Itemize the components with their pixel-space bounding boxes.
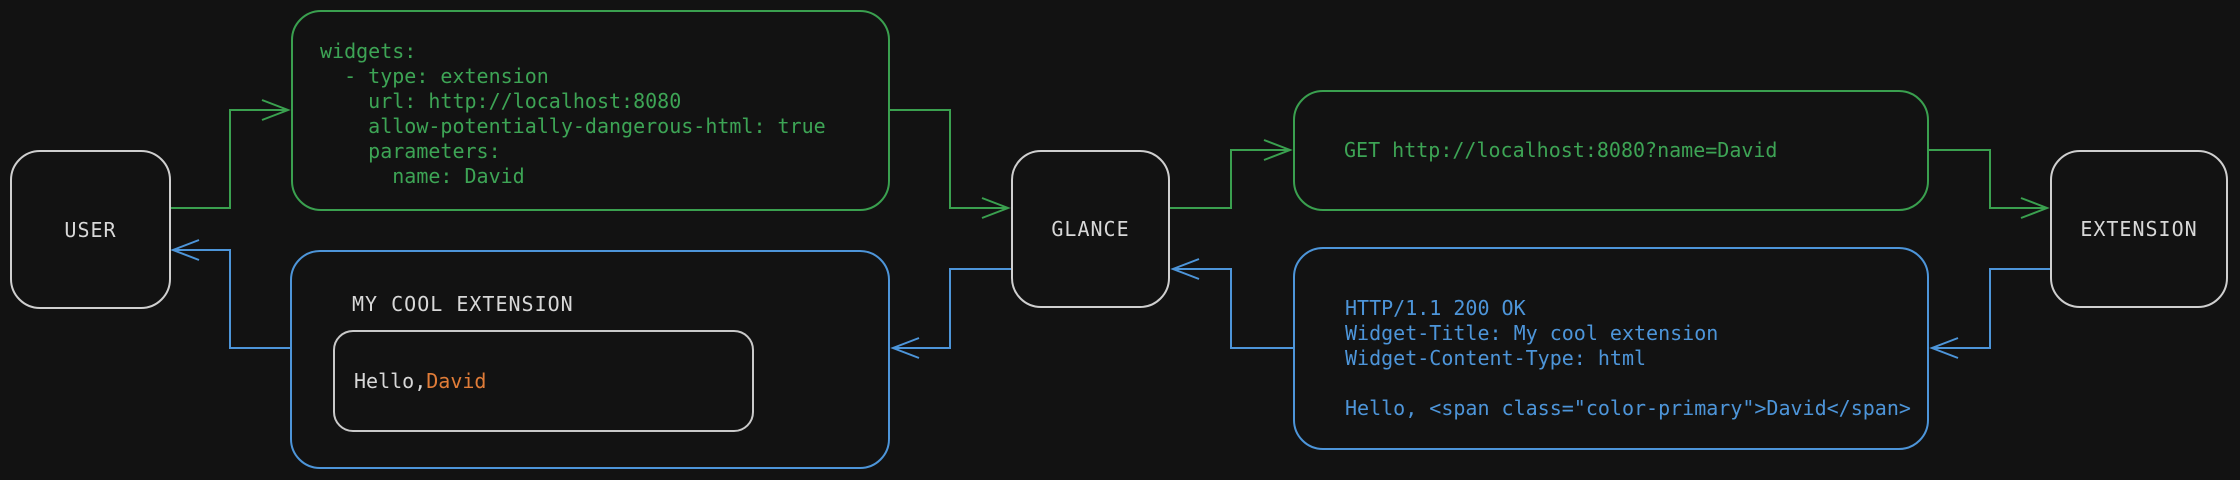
node-extension: EXTENSION: [2050, 150, 2228, 308]
arrow-glance-to-request: [1170, 139, 1293, 209]
node-glance: GLANCE: [1011, 150, 1170, 308]
http-response-box: HTTP/1.1 200 OK Widget-Title: My cool ex…: [1293, 247, 1929, 450]
greeting-prefix: Hello,: [354, 369, 427, 393]
widget-greeting-box: Hello, David: [333, 330, 754, 432]
http-request-box: GET http://localhost:8080?name=David: [1293, 90, 1929, 211]
node-user-label: USER: [64, 217, 117, 242]
arrow-response-to-glance: [1170, 258, 1293, 349]
arrow-extension-to-response: [1929, 268, 2050, 359]
http-request-code: GET http://localhost:8080?name=David: [1344, 138, 1778, 162]
node-user: USER: [10, 150, 171, 309]
widget-title: MY COOL EXTENSION: [352, 292, 574, 316]
arrow-user-to-config: [170, 99, 291, 209]
arrow-request-to-extension: [1929, 149, 2050, 219]
config-yaml-box: widgets: - type: extension url: http://l…: [291, 10, 890, 211]
node-extension-label: EXTENSION: [2080, 217, 2198, 241]
greeting-name: David: [426, 369, 487, 393]
arrow-config-to-glance: [890, 109, 1011, 219]
arrow-glance-to-widget: [890, 268, 1011, 359]
node-glance-label: GLANCE: [1051, 217, 1130, 241]
arrow-widget-to-user: [170, 239, 290, 349]
config-yaml-code: widgets: - type: extension url: http://l…: [320, 39, 826, 188]
http-response-code: HTTP/1.1 200 OK Widget-Title: My cool ex…: [1345, 296, 1911, 420]
rendered-widget-box: MY COOL EXTENSION Hello, David: [290, 250, 890, 469]
